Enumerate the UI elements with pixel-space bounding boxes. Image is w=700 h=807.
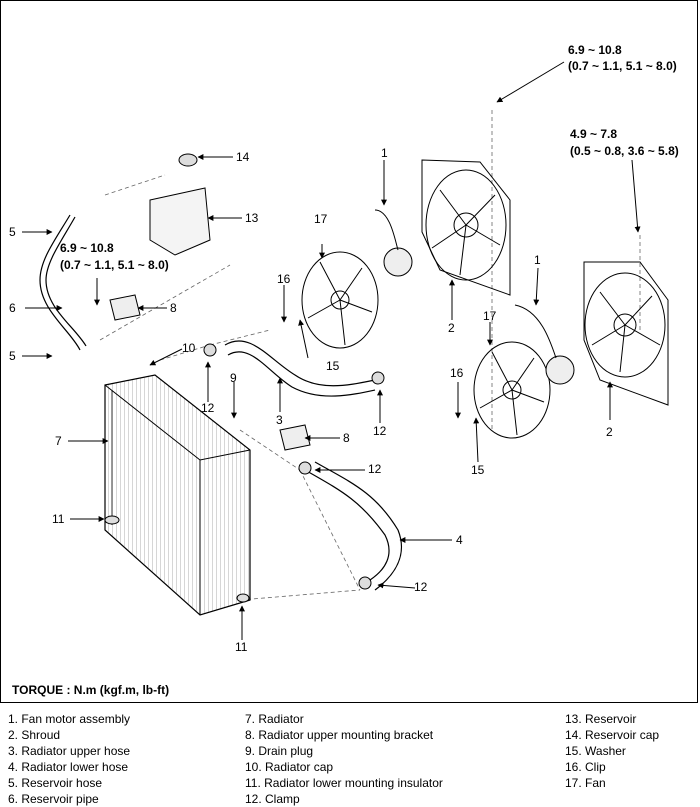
legend-column-2: 7. Radiator 8. Radiator upper mounting b… xyxy=(245,711,443,807)
legend-item: 9. Drain plug xyxy=(245,744,314,758)
callout-17: 17 xyxy=(483,309,497,323)
legend-item: 12. Clamp xyxy=(245,792,300,806)
reservoir-pipe xyxy=(39,214,87,351)
diagram-frame xyxy=(0,0,698,703)
fan-motor-right xyxy=(514,304,575,385)
callout-1: 1 xyxy=(381,146,388,160)
callout-16: 16 xyxy=(450,366,464,380)
leader-lines xyxy=(22,61,641,640)
torque-right-line2: (0.5 ~ 0.8, 3.6 ~ 5.8) xyxy=(570,144,679,158)
upper-mounting-bracket xyxy=(109,294,311,451)
callout-1: 1 xyxy=(534,253,541,267)
legend-column-3: 13. Reservoir 14. Reservoir cap 15. Wash… xyxy=(565,711,659,791)
callout-6: 6 xyxy=(9,301,16,315)
legend-item: 17. Fan xyxy=(565,776,606,790)
callout-labels: 1 1 2 2 3 4 5 5 6 7 8 8 9 10 11 11 12 12… xyxy=(9,146,613,654)
callout-9: 9 xyxy=(230,371,237,385)
torque-right-line1: 4.9 ~ 7.8 xyxy=(570,127,617,141)
legend-item: 11. Radiator lower mounting insulator xyxy=(245,776,443,790)
legend-column-1: 1. Fan motor assembly 2. Shroud 3. Radia… xyxy=(8,711,130,807)
fan-motor-left xyxy=(374,209,413,277)
callout-8: 8 xyxy=(170,301,177,315)
legend-item: 3. Radiator upper hose xyxy=(8,744,131,758)
callout-7: 7 xyxy=(55,434,62,448)
callout-11: 11 xyxy=(52,512,65,526)
legend-item: 15. Washer xyxy=(565,744,626,758)
reservoir xyxy=(149,187,211,256)
legend-item: 16. Clip xyxy=(565,760,606,774)
legend-item: 7. Radiator xyxy=(245,712,304,726)
callout-5: 5 xyxy=(9,349,16,363)
legend-item: 6. Reservoir pipe xyxy=(8,792,99,806)
torque-units-title: TORQUE : N.m (kgf.m, lb-ft) xyxy=(12,683,170,697)
fan-left xyxy=(301,251,379,349)
legend-item: 13. Reservoir xyxy=(565,712,637,726)
callout-16: 16 xyxy=(277,272,291,286)
callout-8: 8 xyxy=(343,431,350,445)
lower-mounting-insulator xyxy=(104,515,250,603)
torque-left-line1: 6.9 ~ 10.8 xyxy=(60,241,114,255)
reservoir-cap xyxy=(178,153,198,167)
torque-left-line2: (0.7 ~ 1.1, 5.1 ~ 8.0) xyxy=(60,258,169,272)
clamps xyxy=(203,343,385,590)
callout-15: 15 xyxy=(471,463,485,477)
callout-11: 11 xyxy=(235,640,248,654)
callout-4: 4 xyxy=(456,533,463,547)
legend-item: 1. Fan motor assembly xyxy=(8,712,131,726)
legend-item: 2. Shroud xyxy=(8,728,61,742)
callout-2: 2 xyxy=(606,425,613,439)
callout-12: 12 xyxy=(414,580,428,594)
legend-item: 5. Reservoir hose xyxy=(8,776,103,790)
callout-12: 12 xyxy=(368,462,382,476)
alignment-lines xyxy=(99,110,641,601)
callout-3: 3 xyxy=(276,413,283,427)
exploded-cooling-system-diagram: 1 1 2 2 3 4 5 5 6 7 8 8 9 10 11 11 12 12… xyxy=(9,43,679,654)
radiator-upper-hose xyxy=(224,340,376,397)
torque-top-right-line1: 6.9 ~ 10.8 xyxy=(568,43,622,57)
callout-5: 5 xyxy=(9,225,16,239)
callout-12: 12 xyxy=(201,401,215,415)
shroud-right xyxy=(583,261,669,406)
torque-specs: 6.9 ~ 10.8 (0.7 ~ 1.1, 5.1 ~ 8.0) 4.9 ~ … xyxy=(60,43,679,272)
callout-12: 12 xyxy=(373,424,387,438)
legend-item: 10. Radiator cap xyxy=(245,760,334,774)
fan-right xyxy=(473,341,551,439)
callout-2: 2 xyxy=(448,321,455,335)
radiator xyxy=(104,374,251,616)
legend-item: 4. Radiator lower hose xyxy=(8,760,129,774)
shroud-left xyxy=(421,159,511,296)
radiator-lower-hose xyxy=(304,461,403,591)
legend-item: 8. Radiator upper mounting bracket xyxy=(245,728,434,742)
callout-13: 13 xyxy=(245,211,259,225)
callout-17: 17 xyxy=(314,212,328,226)
callout-14: 14 xyxy=(236,150,250,164)
legend-item: 14. Reservoir cap xyxy=(565,728,660,742)
torque-top-right-line2: (0.7 ~ 1.1, 5.1 ~ 8.0) xyxy=(568,59,677,73)
callout-10: 10 xyxy=(182,341,196,355)
callout-15: 15 xyxy=(326,359,340,373)
